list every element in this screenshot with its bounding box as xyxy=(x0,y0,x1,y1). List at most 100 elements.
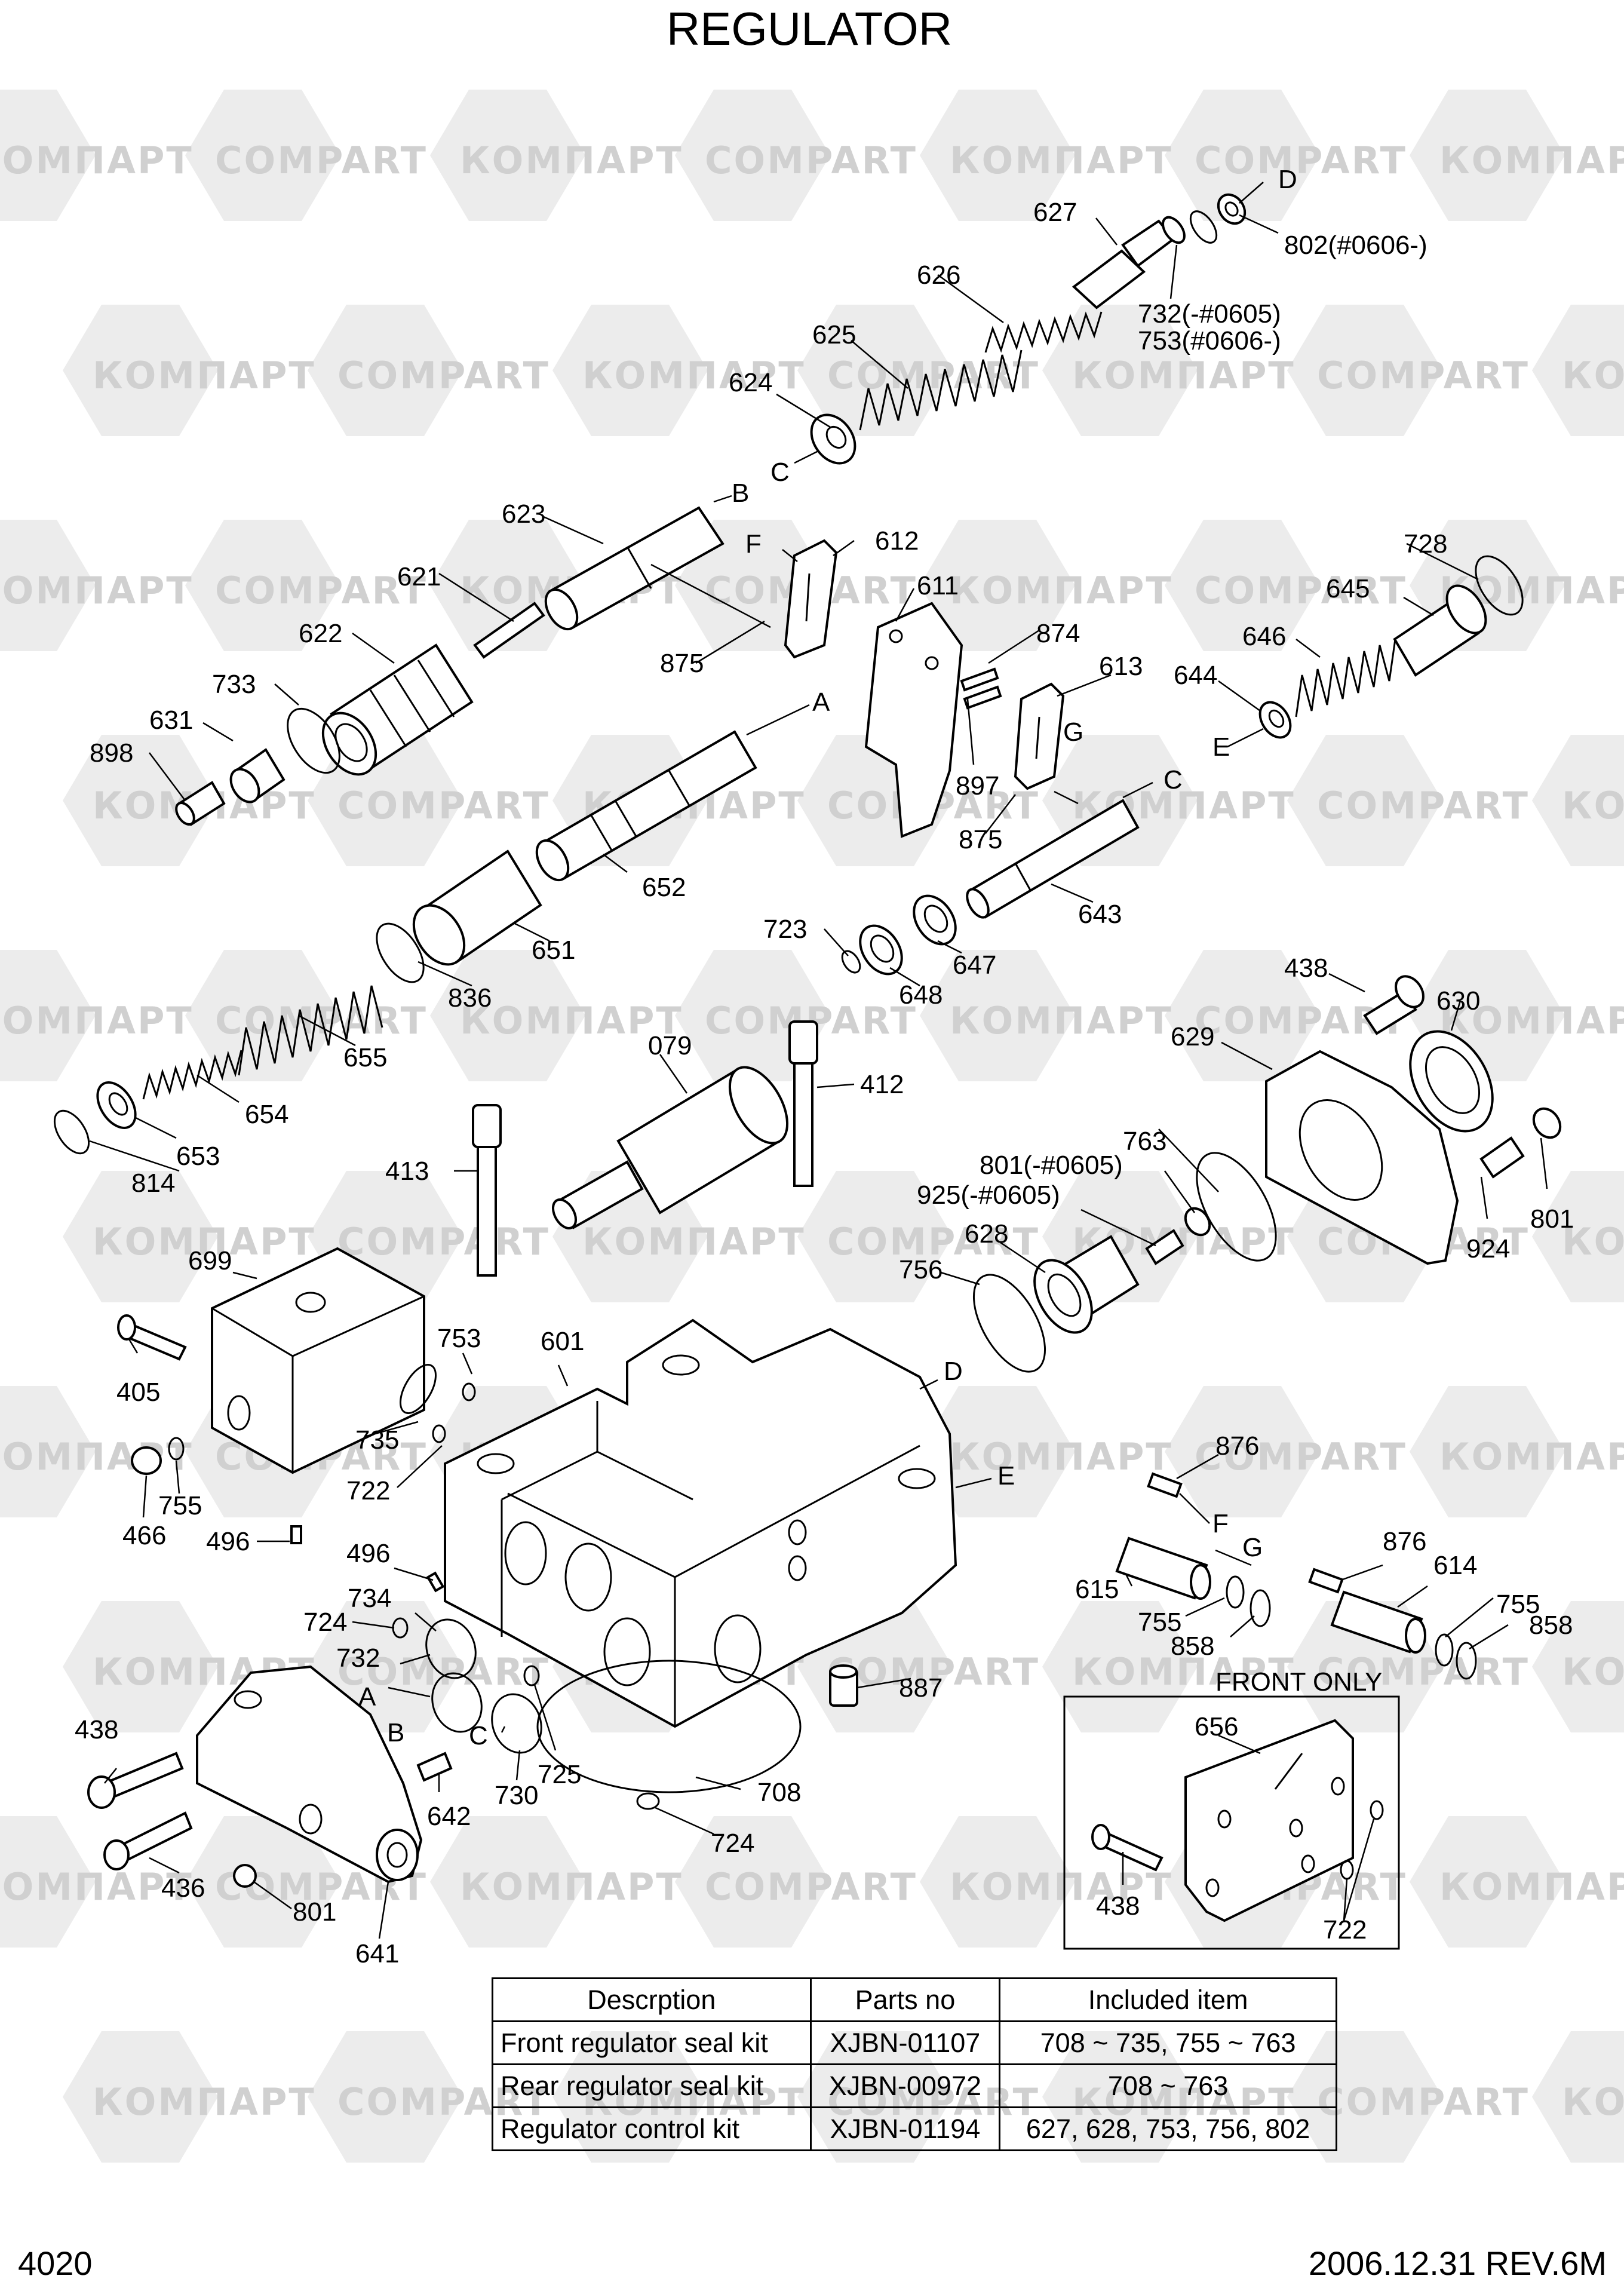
watermark-hexagon xyxy=(63,1601,218,1732)
label-724-bottom: 724 xyxy=(711,1829,754,1858)
watermark-text: КОМПАРТ xyxy=(1072,1650,1295,1694)
watermark-text: КОМПАРТ xyxy=(950,1865,1173,1909)
part-622-sleeve xyxy=(321,643,474,776)
watermark-text: COMPART xyxy=(1195,1435,1407,1479)
label-623: 623 xyxy=(502,499,545,529)
label-801-left: 801 xyxy=(293,1897,336,1927)
part-601-regulator-body xyxy=(444,1318,957,1728)
label-654: 654 xyxy=(245,1100,288,1129)
label-E-mid: E xyxy=(997,1461,1015,1491)
front-only-label: FRONT ONLY xyxy=(1215,1667,1383,1697)
watermark-text: COMPART xyxy=(705,139,917,182)
watermark-text: КОМПАРТ xyxy=(950,569,1173,612)
watermark-hexagon xyxy=(0,950,96,1081)
part-756-o-ring xyxy=(972,1274,1046,1373)
part-733-o-ring xyxy=(287,707,340,774)
table-cell-part-no: XJBN-00972 xyxy=(809,2063,1001,2108)
part-413-bolt xyxy=(472,1104,502,1277)
watermark-text: КОМПАРТ xyxy=(582,354,806,397)
label-756: 756 xyxy=(899,1255,943,1284)
label-A-top: A xyxy=(812,688,830,717)
part-874-pins xyxy=(960,667,1002,710)
watermark-text: КОМПАРТ xyxy=(460,139,683,182)
part-925-screw xyxy=(1145,1229,1184,1265)
label-925: 925(-#0605) xyxy=(917,1180,1060,1210)
label-897: 897 xyxy=(956,771,999,801)
page-title: REGULATOR xyxy=(667,2,952,55)
watermark-text: КОМПАРТ xyxy=(93,1220,316,1263)
watermark-hexagon xyxy=(1042,305,1198,436)
part-887-plug xyxy=(829,1664,858,1707)
label-621: 621 xyxy=(397,562,441,591)
part-412-bolt xyxy=(788,1020,818,1187)
part-496-pin-center xyxy=(426,1571,445,1593)
part-725-o-ring xyxy=(523,1665,540,1686)
part-732-o-ring-lower xyxy=(425,1618,477,1679)
seal-kit-table: Descrption Parts no Included item Front … xyxy=(492,1977,1337,2151)
label-629: 629 xyxy=(1171,1022,1214,1051)
part-814-snap-ring xyxy=(53,1109,90,1155)
watermark-text: КОМПАРТ xyxy=(0,1865,194,1909)
watermark-text: COMPART xyxy=(1195,139,1407,182)
watermark-text: КОМПАРТ xyxy=(1439,1865,1624,1909)
part-732-o-ring xyxy=(1189,210,1218,244)
watermark-hexagon xyxy=(1165,950,1320,1081)
label-814: 814 xyxy=(131,1169,175,1198)
label-643: 643 xyxy=(1078,900,1122,929)
label-645: 645 xyxy=(1326,574,1370,603)
label-763: 763 xyxy=(1123,1127,1166,1156)
table-cell-description: Regulator control kit xyxy=(492,2106,812,2151)
watermark-text: КОМПАРТ xyxy=(1562,1650,1624,1694)
label-438-front: 438 xyxy=(1096,1891,1140,1921)
part-722-o-ring xyxy=(432,1424,446,1443)
label-887: 887 xyxy=(899,1673,943,1703)
label-644: 644 xyxy=(1174,661,1217,690)
label-E-top: E xyxy=(1212,732,1230,762)
label-653: 653 xyxy=(176,1142,220,1171)
part-652-spool xyxy=(535,730,757,882)
part-496-pin-left xyxy=(290,1525,302,1544)
watermark-hexagon xyxy=(308,305,463,436)
watermark-hexagon xyxy=(920,520,1075,651)
part-405-bolt xyxy=(117,1314,187,1361)
label-G-top: G xyxy=(1063,717,1083,747)
table-cell-included: 708 ~ 763 xyxy=(999,2063,1337,2108)
watermark-text: COMPART xyxy=(337,1650,550,1694)
part-611-lever xyxy=(864,602,963,838)
table-row: Regulator control kit XJBN-01194 627, 62… xyxy=(492,2106,1337,2151)
table-cell-part-no: XJBN-01194 xyxy=(809,2106,1001,2151)
label-753-top: 753(#0606-) xyxy=(1138,326,1281,355)
part-641-block xyxy=(196,1665,423,1884)
table-header: Included item xyxy=(999,1977,1337,2022)
part-858-snap-ring-right xyxy=(1456,1642,1477,1680)
watermark-hexagon xyxy=(1042,1601,1198,1732)
watermark-hexagon xyxy=(0,90,96,221)
watermark-text: КОМПАРТ xyxy=(1562,1220,1624,1263)
part-858-snap-ring-mid xyxy=(1250,1589,1271,1627)
part-labels: 627 D 802(#0606-) 626 732(-#0605) 753(#0… xyxy=(75,165,1574,1968)
label-734: 734 xyxy=(348,1584,391,1613)
watermark-hexagon xyxy=(1532,1171,1624,1302)
watermark-hexagon xyxy=(63,735,218,866)
watermark-hexagon xyxy=(1532,2031,1624,2163)
table-cell-included: 708 ~ 735, 755 ~ 763 xyxy=(999,2020,1337,2065)
part-624-seat xyxy=(810,413,856,465)
table-row: Rear regulator seal kit XJBN-00972 708 ~… xyxy=(492,2063,1337,2108)
label-924: 924 xyxy=(1466,1234,1510,1263)
watermark-text: COMPART xyxy=(1317,784,1530,827)
part-614-piston xyxy=(1330,1590,1426,1654)
watermark-text: COMPART xyxy=(1317,354,1530,397)
label-723: 723 xyxy=(763,915,807,944)
watermark-text: КОМПАРТ xyxy=(1072,354,1295,397)
label-755-right: 755 xyxy=(1496,1590,1540,1619)
label-613: 613 xyxy=(1099,652,1143,681)
watermark-text: КОМПАРТ xyxy=(950,1435,1173,1479)
watermark-text: КОМПАРТ xyxy=(950,999,1173,1042)
watermark-hexagon xyxy=(430,520,585,651)
watermark-text: COMPART xyxy=(215,999,428,1042)
label-631: 631 xyxy=(149,706,193,735)
watermark-text: COMPART xyxy=(215,569,428,612)
table-cell-included: 627, 628, 753, 756, 802 xyxy=(999,2106,1337,2151)
label-647: 647 xyxy=(953,950,996,980)
watermark-hexagon xyxy=(185,90,340,221)
